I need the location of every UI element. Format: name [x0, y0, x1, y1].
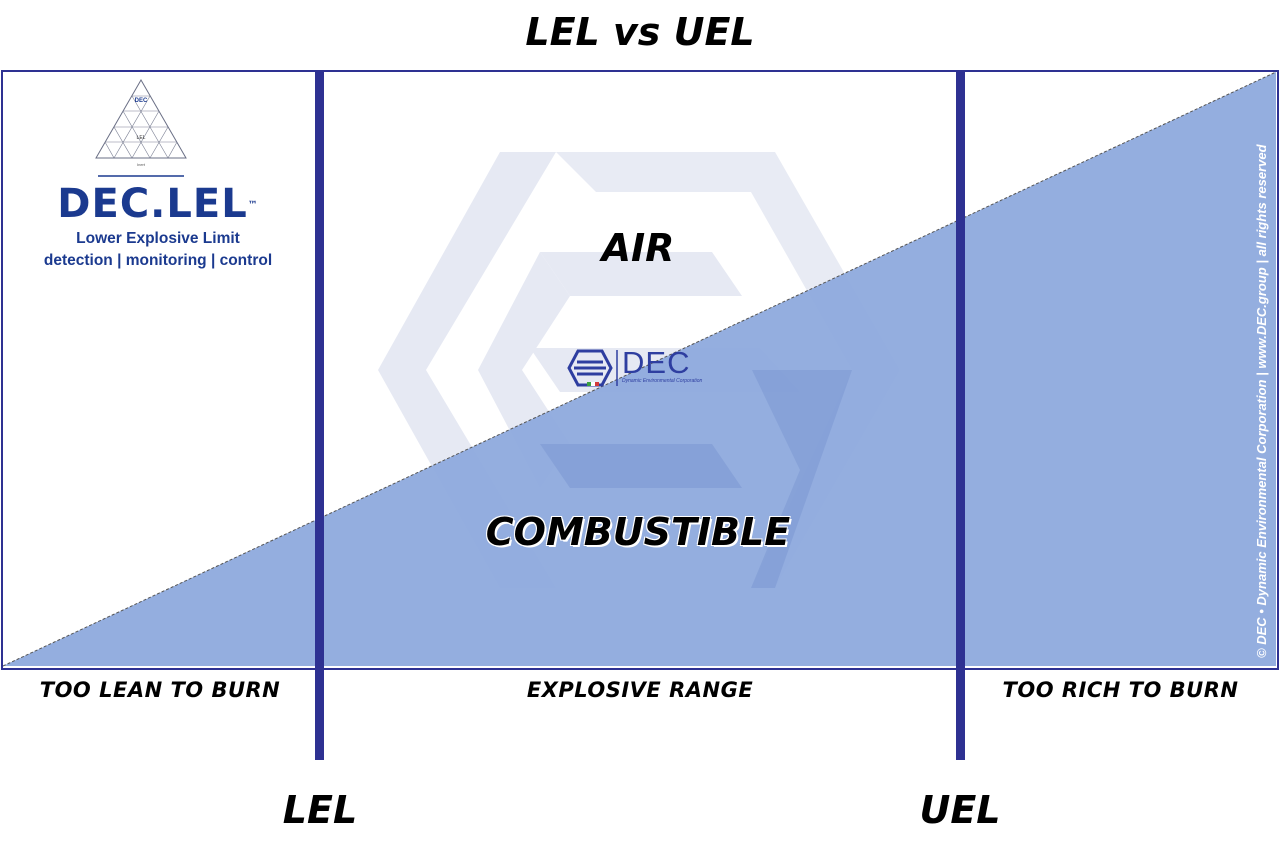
- diagram-frame: [1, 70, 1279, 670]
- dec-logo-word: DEC: [622, 345, 691, 380]
- too-rich-label: TOO RICH TO BURN: [1002, 678, 1239, 702]
- lel-label: LEL: [282, 788, 358, 832]
- triangle-label-lel: LEL: [137, 135, 146, 141]
- too-lean-label: TOO LEAN TO BURN: [39, 678, 281, 702]
- brand-block: DEC.LEL™ Lower Explosive Limit detection…: [8, 180, 308, 272]
- explosive-range-label: EXPLOSIVE RANGE: [526, 678, 754, 702]
- brand-subtitle-1: Lower Explosive Limit: [76, 230, 240, 247]
- uel-label: UEL: [919, 788, 1001, 832]
- brand-name: DEC.LEL™: [8, 180, 308, 228]
- mixture-diagonal: [2, 71, 1277, 667]
- lel-boundary-line: [315, 70, 324, 760]
- combustible-zone-label: COMBUSTIBLE: [485, 510, 791, 554]
- page-title: LEL vs UEL: [525, 10, 755, 54]
- dec-hexagon-logo-icon: [567, 349, 618, 387]
- dec-logo-tagline: Dynamic Environmental Corporation: [622, 378, 703, 384]
- brand-subtitle-2: detection | monitoring | control: [43, 252, 273, 269]
- hexagon-watermark-overlay: [540, 370, 852, 588]
- trademark-mark: ™: [247, 200, 259, 211]
- brand-name-text: DEC.LEL: [57, 181, 248, 227]
- copyright-notice: © DEC • Dynamic Environmental Corporatio…: [1254, 144, 1269, 658]
- triangle-diagram-icon: [95, 78, 187, 177]
- uel-boundary-line: [956, 70, 965, 760]
- triangle-label-dec: DEC: [135, 98, 148, 104]
- dec-logo: DEC Dynamic Environmental Corporation: [622, 345, 703, 384]
- triangle-label-inert: Inert: [137, 162, 146, 167]
- air-zone-label: AIR: [601, 226, 675, 270]
